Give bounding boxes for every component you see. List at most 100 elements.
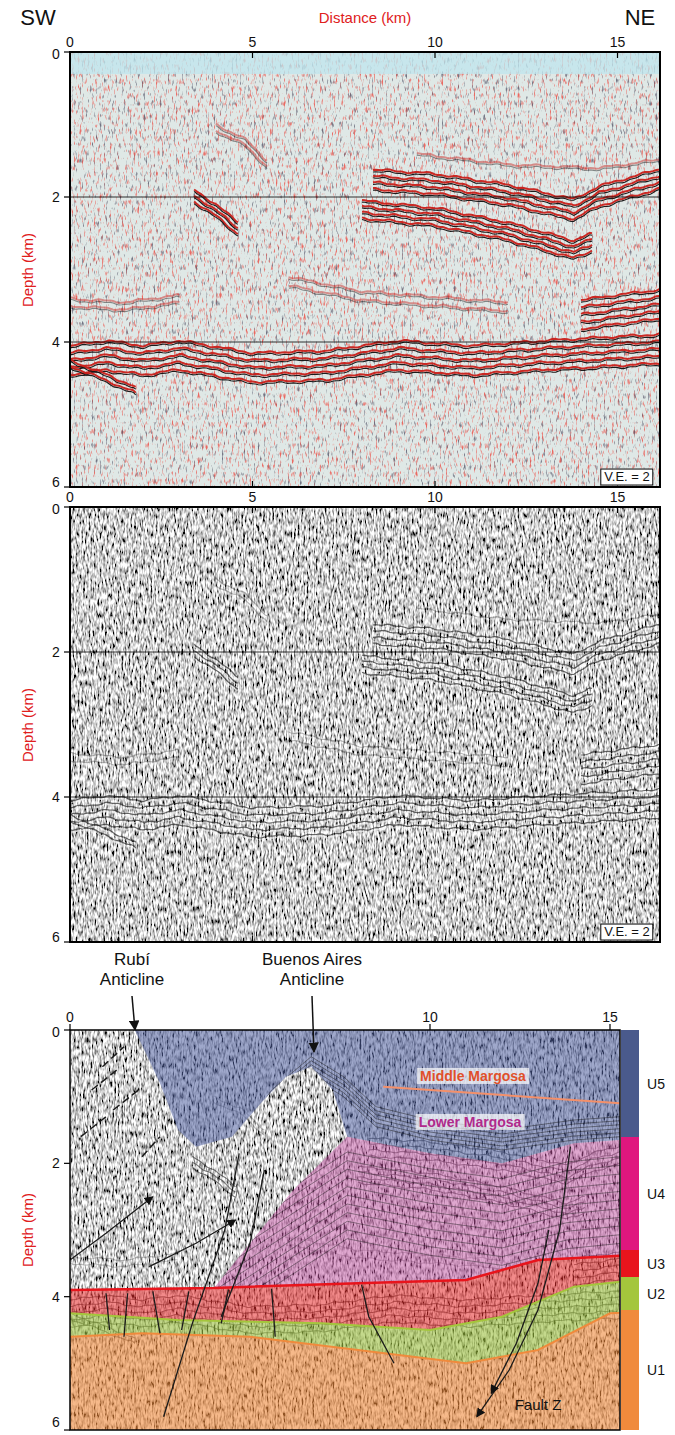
tick-mark bbox=[64, 486, 70, 487]
tick-mark bbox=[69, 481, 70, 487]
layering-line bbox=[243, 1065, 620, 1142]
fault-line bbox=[124, 1293, 128, 1336]
tick-mark bbox=[64, 796, 70, 797]
fault-line bbox=[153, 1291, 160, 1333]
seismic-reflector bbox=[70, 795, 660, 815]
seismic-reflector bbox=[70, 814, 136, 842]
seismic-reflector bbox=[70, 359, 136, 387]
noise-texture bbox=[70, 52, 660, 487]
tick-mark bbox=[64, 1029, 70, 1030]
seismic-reflector bbox=[194, 659, 238, 691]
layering-line bbox=[214, 1169, 620, 1256]
tick-mark bbox=[617, 52, 618, 58]
seismic-reflector bbox=[70, 364, 660, 385]
unit-label: U1 bbox=[647, 1362, 665, 1378]
tick-mark bbox=[69, 936, 70, 942]
leader-arrow bbox=[312, 996, 314, 1052]
fault-line bbox=[102, 1047, 124, 1067]
direction-label: NE bbox=[625, 5, 656, 30]
seismic-reflector bbox=[581, 744, 660, 757]
seismic-reflector bbox=[70, 362, 660, 383]
fault-line bbox=[81, 1117, 106, 1137]
seismic-reflector bbox=[373, 186, 660, 222]
fault-line bbox=[182, 1291, 189, 1330]
tick-label: 4 bbox=[52, 334, 60, 350]
panel-frame bbox=[70, 1030, 620, 1430]
layering-line bbox=[243, 1077, 620, 1154]
tick-mark bbox=[69, 507, 70, 513]
seismic-reflector bbox=[70, 821, 136, 848]
layering-line bbox=[214, 1152, 620, 1239]
unit-label: U5 bbox=[647, 1075, 665, 1091]
axis-title: Distance (km) bbox=[319, 9, 412, 26]
layering-line bbox=[214, 1195, 620, 1282]
tick-mark bbox=[434, 936, 435, 942]
tick-label: 15 bbox=[610, 489, 626, 505]
fault-line bbox=[70, 1197, 153, 1260]
grid-line bbox=[70, 652, 660, 653]
tick-label: 0 bbox=[52, 501, 60, 517]
layering-line bbox=[214, 1178, 620, 1265]
seismic-reflector bbox=[417, 155, 660, 171]
seismic-reflector bbox=[192, 1162, 235, 1192]
seismic-reflector bbox=[192, 1168, 235, 1198]
mute-zone bbox=[70, 52, 660, 74]
seismic-reflector bbox=[581, 317, 660, 330]
tick-label: 0 bbox=[66, 489, 74, 505]
tick-mark bbox=[64, 341, 70, 342]
fault-line bbox=[106, 1293, 110, 1330]
seismic-reflector bbox=[70, 759, 180, 767]
seismic-reflector bbox=[289, 288, 508, 314]
tick-mark bbox=[252, 481, 253, 487]
seismic-reflector bbox=[70, 368, 136, 395]
fault-line bbox=[164, 1153, 240, 1416]
tick-label: 2 bbox=[52, 1155, 60, 1171]
tick-mark bbox=[64, 1429, 70, 1430]
unit-swatch bbox=[621, 1310, 639, 1430]
fault-line bbox=[491, 1230, 549, 1393]
tick-label: 0 bbox=[52, 1024, 60, 1040]
seismic-reflector bbox=[373, 641, 660, 677]
seismic-reflector bbox=[417, 610, 660, 626]
unit-swatch bbox=[621, 1277, 639, 1310]
seismic-reflector bbox=[581, 774, 660, 787]
tick-label: 6 bbox=[52, 1414, 60, 1430]
tick-label: 15 bbox=[610, 34, 626, 50]
noise-texture bbox=[70, 507, 660, 942]
grid-line bbox=[70, 197, 660, 198]
seismic-reflector bbox=[70, 361, 136, 389]
seismic-reflector bbox=[70, 816, 136, 844]
direction-label: SW bbox=[20, 5, 55, 30]
layering-line bbox=[243, 1069, 620, 1146]
tick-mark bbox=[64, 506, 70, 507]
tick-mark bbox=[64, 651, 70, 652]
fault-line bbox=[113, 1090, 138, 1110]
tick-label: 10 bbox=[427, 489, 443, 505]
tick-label: 6 bbox=[52, 929, 60, 945]
tick-mark bbox=[252, 52, 253, 58]
seismic-reflector bbox=[289, 732, 508, 758]
tick-label: 4 bbox=[52, 789, 60, 805]
seismic-reflector bbox=[70, 1253, 178, 1261]
tick-mark bbox=[69, 52, 70, 58]
unit-label: U3 bbox=[647, 1255, 665, 1271]
fault-line bbox=[149, 1220, 235, 1267]
panel-frame bbox=[70, 52, 660, 487]
tick-label: 4 bbox=[52, 1289, 60, 1305]
seismic-reflector bbox=[581, 772, 660, 785]
seismic-reflector bbox=[289, 277, 508, 303]
tick-label: 0 bbox=[66, 1009, 74, 1025]
seismic-reflector bbox=[362, 220, 592, 260]
seismic-reflector bbox=[581, 759, 660, 771]
tick-label: 15 bbox=[602, 1009, 618, 1025]
seismic-reflector bbox=[216, 586, 267, 622]
exaggeration-note: V.E. = 2 bbox=[600, 924, 653, 941]
axis-title: Depth (km) bbox=[19, 1193, 36, 1267]
seismic-reflector bbox=[581, 319, 660, 332]
interpreted-panel bbox=[70, 1030, 620, 1430]
panel-frame bbox=[70, 507, 660, 942]
tick-label: 6 bbox=[52, 474, 60, 490]
layering-line bbox=[214, 1204, 620, 1291]
unit-swatch bbox=[621, 1030, 639, 1137]
